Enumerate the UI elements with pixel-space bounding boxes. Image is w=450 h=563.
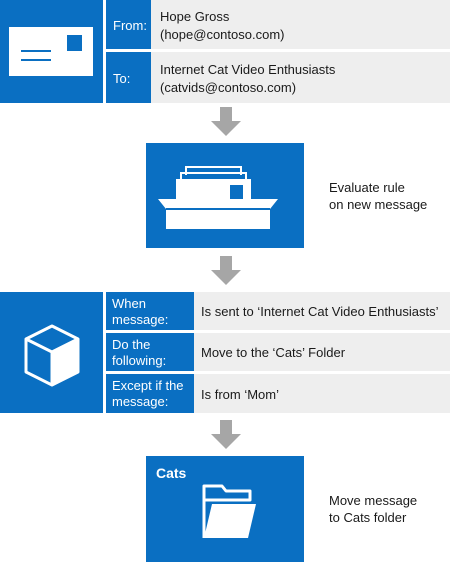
- envelope-tile: [0, 0, 103, 103]
- do-label-line1: Do the: [112, 337, 151, 352]
- cats-folder-tile: Cats: [146, 456, 304, 562]
- down-arrow-icon: [211, 107, 241, 137]
- when-label-line1: When: [112, 296, 146, 311]
- from-label: From:: [113, 18, 147, 33]
- evaluate-caption: Evaluate rule on new message: [329, 179, 427, 213]
- to-label: To:: [113, 71, 131, 86]
- down-arrow-icon: [211, 420, 241, 450]
- folder-icon: [202, 484, 256, 538]
- when-label-cell: When message:: [106, 292, 194, 330]
- except-label: Except if the message:: [112, 378, 184, 410]
- do-value: Move to the ‘Cats’ Folder: [201, 345, 346, 360]
- from-email: (hope@contoso.com): [160, 27, 285, 42]
- to-value-cell: Internet Cat Video Enthusiasts (catvids@…: [151, 52, 450, 103]
- except-label-cell: Except if the message:: [106, 374, 194, 413]
- cube-icon: [24, 324, 80, 387]
- envelope-icon: [9, 27, 93, 76]
- do-value-cell: Move to the ‘Cats’ Folder: [194, 333, 450, 371]
- cats-folder-title: Cats: [156, 465, 187, 481]
- when-value-cell: Is sent to ‘Internet Cat Video Enthusias…: [194, 292, 450, 330]
- except-value: Is from ‘Mom’: [201, 387, 279, 402]
- do-label-line2: following:: [112, 353, 167, 368]
- inbox-tile: [146, 143, 304, 248]
- down-arrow-icon: [211, 256, 241, 286]
- from-label-cell: From:: [106, 0, 151, 49]
- when-label-line2: message:: [112, 312, 169, 327]
- move-caption-line2: to Cats folder: [329, 510, 407, 525]
- from-value-cell: Hope Gross (hope@contoso.com): [151, 0, 450, 49]
- from-name: Hope Gross: [160, 9, 230, 24]
- evaluate-caption-line1: Evaluate rule: [329, 180, 405, 195]
- do-label-cell: Do the following:: [106, 333, 194, 371]
- move-caption: Move message to Cats folder: [329, 492, 417, 526]
- except-label-line2: message:: [112, 394, 169, 409]
- when-label: When message:: [112, 296, 168, 328]
- inbox-tray-icon: [158, 166, 278, 229]
- to-label-cell: To:: [106, 52, 151, 103]
- except-value-cell: Is from ‘Mom’: [194, 374, 450, 413]
- except-label-line1: Except if the: [112, 378, 184, 393]
- do-label: Do the following:: [112, 337, 166, 369]
- when-value: Is sent to ‘Internet Cat Video Enthusias…: [201, 304, 439, 319]
- evaluate-caption-line2: on new message: [329, 197, 428, 212]
- to-name: Internet Cat Video Enthusiasts: [160, 62, 336, 77]
- move-caption-line1: Move message: [329, 493, 418, 508]
- to-email: (catvids@contoso.com): [160, 80, 297, 95]
- rule-tile: [0, 292, 103, 413]
